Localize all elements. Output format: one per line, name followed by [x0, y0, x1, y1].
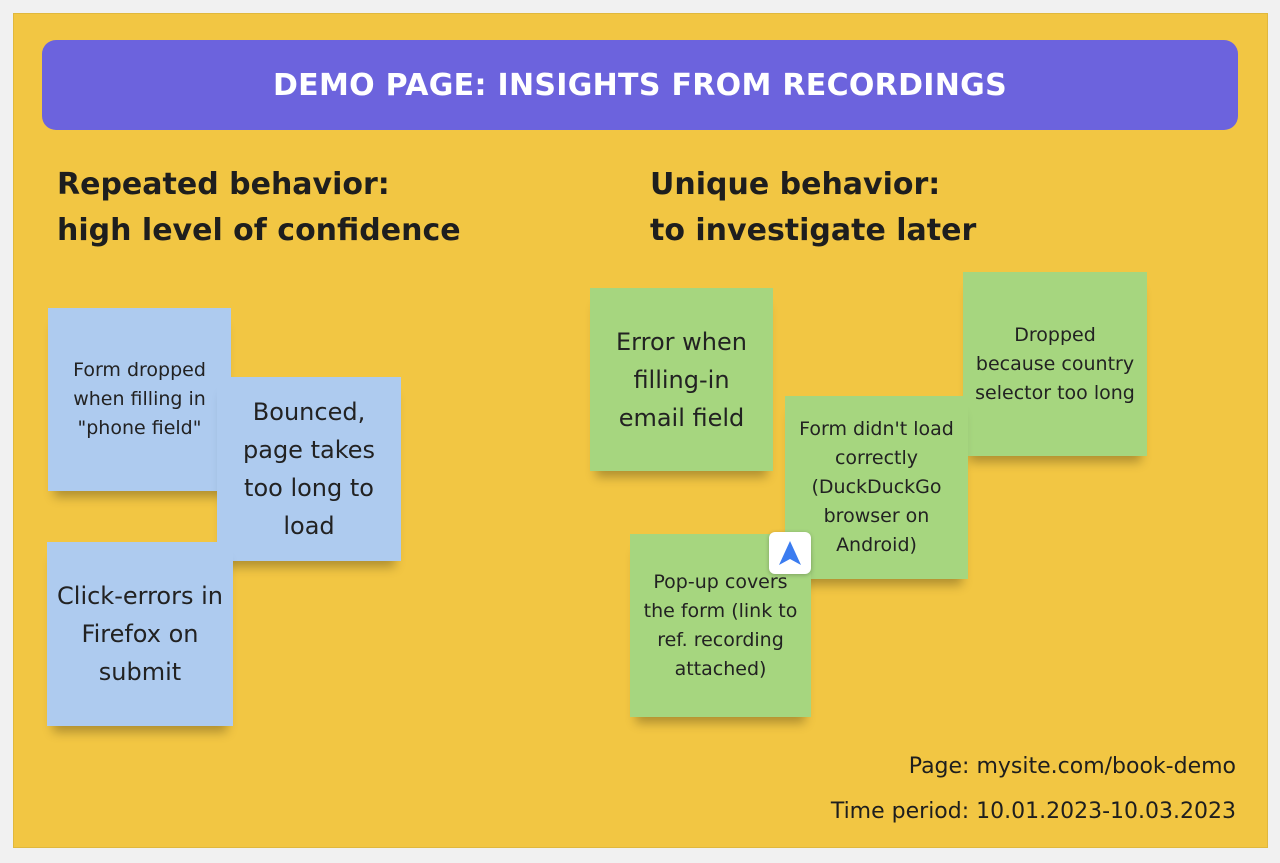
section-heading-line: to investigate later — [650, 213, 977, 248]
sticky-note-text: Click-errors in Firefox on submit — [57, 582, 223, 686]
navigation-arrow-icon — [779, 541, 801, 565]
sticky-note-country-selector[interactable]: Dropped because country selector too lon… — [963, 272, 1147, 456]
sticky-note-duckduckgo[interactable]: Form didn't load correctly (DuckDuckGo b… — [785, 396, 968, 579]
title-banner[interactable]: DEMO PAGE: INSIGHTS FROM RECORDINGS — [42, 40, 1238, 130]
time-period-label: Time period: 10.01.2023-10.03.2023 — [830, 799, 1236, 824]
sticky-note-text: Bounced, page takes too long to load — [243, 398, 375, 540]
sticky-note-email-error[interactable]: Error when filling-in email field — [590, 288, 773, 471]
section-heading-line: Repeated behavior: — [57, 167, 390, 202]
sticky-note-text: Form didn't load correctly (DuckDuckGo b… — [799, 418, 954, 556]
section-heading-repeated[interactable]: Repeated behavior: high level of confide… — [57, 162, 461, 254]
section-heading-line: Unique behavior: — [650, 167, 941, 202]
sticky-note-text: Pop-up covers the form (link to ref. rec… — [643, 570, 798, 680]
banner-title: DEMO PAGE: INSIGHTS FROM RECORDINGS — [272, 67, 1007, 103]
sticky-note-phone-field[interactable]: Form dropped when filling in "phone fiel… — [48, 308, 231, 491]
sticky-note-click-errors[interactable]: Click-errors in Firefox on submit — [47, 542, 233, 726]
sticky-note-text: Form dropped when filling in "phone fiel… — [73, 359, 206, 439]
section-heading-line: high level of confidence — [57, 213, 461, 248]
sticky-note-text: Dropped because country selector too lon… — [975, 323, 1135, 404]
sticky-note-text: Error when filling-in email field — [616, 327, 747, 432]
sticky-note-bounced[interactable]: Bounced, page takes too long to load — [217, 377, 401, 561]
page-url-label: Page: mysite.com/book-demo — [908, 754, 1236, 779]
section-heading-unique[interactable]: Unique behavior: to investigate later — [650, 162, 976, 254]
collaborator-cursor-badge[interactable] — [769, 532, 811, 574]
whiteboard-canvas[interactable]: DEMO PAGE: INSIGHTS FROM RECORDINGS Repe… — [14, 14, 1267, 847]
